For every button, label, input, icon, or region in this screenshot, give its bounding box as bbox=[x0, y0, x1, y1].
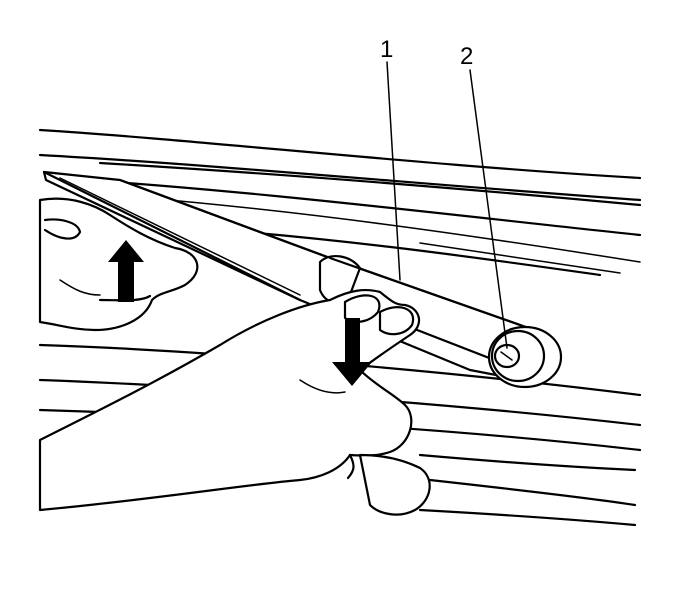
callout-leaders bbox=[386, 61, 508, 349]
down-arrow-icon bbox=[332, 318, 372, 386]
callout-label-2: 2 bbox=[460, 43, 473, 70]
pivot-nut bbox=[487, 325, 563, 389]
up-arrow-icon bbox=[108, 240, 144, 302]
callout-label-1: 1 bbox=[380, 36, 393, 63]
right-hand bbox=[38, 289, 431, 516]
